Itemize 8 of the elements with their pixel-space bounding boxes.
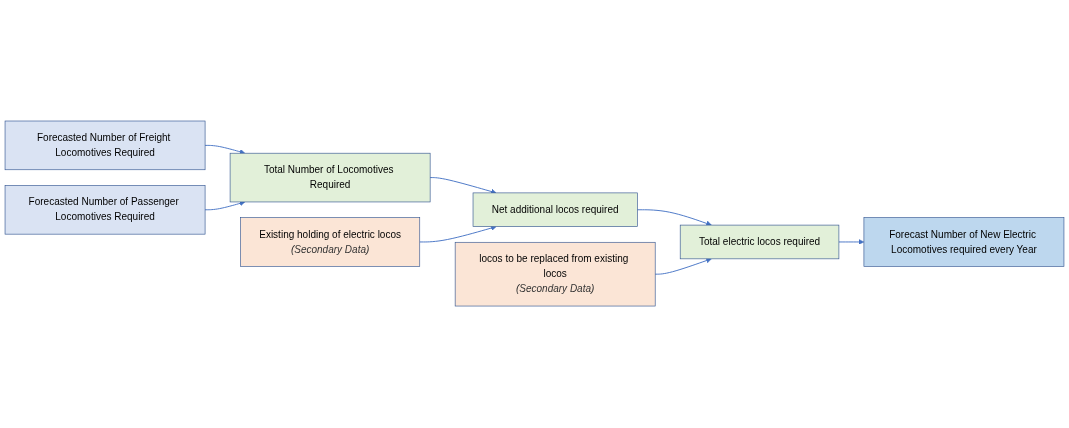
node-box: Forecast Number of New Electric Locomotives required every Year [863,217,1065,268]
node-box: Forecasted Number of Freight Locomotives Required [4,121,206,171]
node-box: Existing holding of electric locos (Secondary Data) [240,217,421,268]
node-box: Forecasted Number of Passenger Locomotives Required [4,185,206,235]
node-box: Net additional locos required [472,193,638,228]
node-box: Total electric locos required [679,225,840,260]
node-box: locos to be replaced from existing locos (Secondary Data) [454,242,656,307]
node-box: Total Number of Locomotives Required [229,153,431,203]
